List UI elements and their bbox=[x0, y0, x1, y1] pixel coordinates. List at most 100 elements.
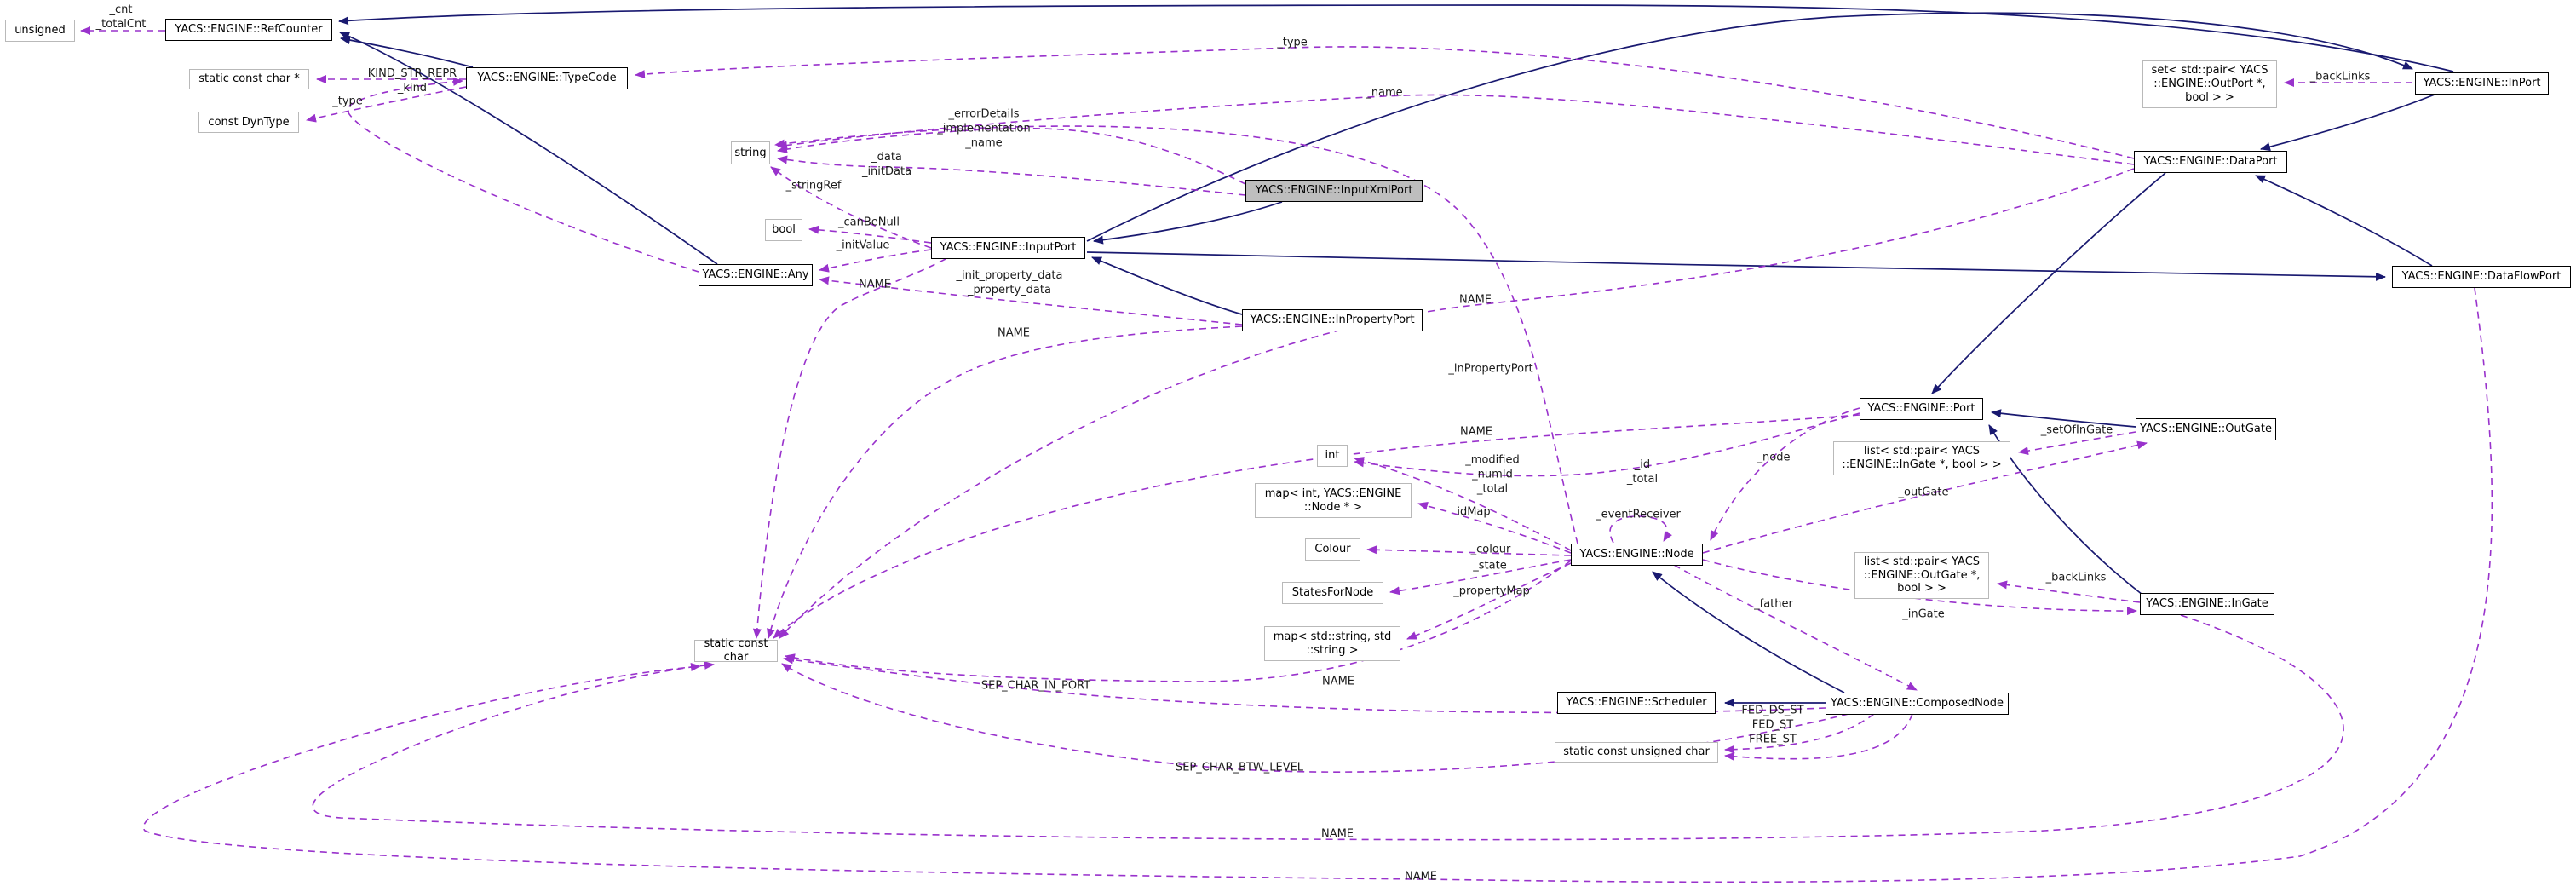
edge-label-outgate-label: _outGate bbox=[1898, 486, 1949, 499]
edge-inputport-dataflowport bbox=[1086, 251, 2386, 281]
edge-label-setofingate: _setOfInGate bbox=[2040, 423, 2113, 437]
edge-dataport-port bbox=[1931, 172, 2166, 394]
class-box-inpropertyport[interactable]: YACS::ENGINE::InPropertyPort bbox=[1242, 309, 1423, 331]
edge-node-ingate bbox=[1702, 559, 2137, 616]
edge-dataport-typecode-type bbox=[635, 46, 2135, 159]
class-box-static-const-char-ptr: static const char * bbox=[189, 69, 309, 89]
class-box-map-int-node: map< int, YACS::ENGINE ::Node * > bbox=[1255, 483, 1412, 518]
edge-label-sep-char-btw-level: SEP_CHAR_BTW_LEVEL bbox=[1175, 761, 1304, 774]
edge-label-father: _father bbox=[1754, 597, 1793, 611]
edge-label-id-total: _id _total bbox=[1626, 458, 1659, 486]
edge-node-colour bbox=[1366, 545, 1572, 556]
edge-label-ingate-label: _inGate bbox=[1902, 607, 1945, 621]
edge-label-modified-numid-total: _modified _numId _total bbox=[1465, 453, 1520, 496]
edge-outgate-port bbox=[1991, 409, 2136, 428]
edge-label-backlinks-top: _backLinks bbox=[2309, 70, 2371, 83]
edge-any-refcounter bbox=[339, 32, 718, 265]
class-box-int: int bbox=[1317, 445, 1348, 467]
edge-node-composednode-father bbox=[1673, 564, 1918, 691]
edge-label-err-impl-name: _errorDetails _implementation _name bbox=[937, 107, 1031, 150]
edge-inputport-staticconstchar-name bbox=[752, 258, 946, 639]
edge-ingate-port bbox=[1988, 424, 2143, 596]
edge-dataflowport-dataport bbox=[2255, 175, 2433, 267]
edge-composednode-node bbox=[1652, 571, 1845, 693]
edge-node-statesfornode bbox=[1389, 559, 1572, 596]
class-box-inputxmlport: YACS::ENGINE::InputXmlPort bbox=[1245, 180, 1423, 202]
edge-label-name-node: NAME bbox=[1321, 675, 1355, 688]
class-box-bool: bool bbox=[765, 219, 802, 241]
edge-label-name-inputport: NAME bbox=[997, 326, 1031, 340]
edge-node-self-eventreceiver bbox=[1609, 515, 1672, 544]
class-box-string: string bbox=[731, 141, 770, 164]
edge-label-colour-label: _colour bbox=[1470, 543, 1511, 556]
class-box-any[interactable]: YACS::ENGINE::Any bbox=[699, 264, 813, 286]
edge-port-staticconstchar-name bbox=[773, 414, 1860, 639]
edge-label-fed-states: FED_DS_ST FED_ST FREE_ST bbox=[1741, 704, 1804, 746]
class-box-ingate[interactable]: YACS::ENGINE::InGate bbox=[2140, 593, 2274, 615]
edge-label-name-top: _name bbox=[1366, 86, 1403, 100]
class-box-typecode[interactable]: YACS::ENGINE::TypeCode bbox=[466, 67, 628, 89]
class-box-node[interactable]: YACS::ENGINE::Node bbox=[1571, 544, 1703, 566]
class-box-map-string-string: map< std::string, std ::string > bbox=[1264, 626, 1400, 661]
edge-label-type-top: _type bbox=[1277, 36, 1308, 49]
edge-composednode-staticconstunsignedchar-2 bbox=[1724, 713, 1913, 761]
class-box-list-outgate: list< std::pair< YACS ::ENGINE::OutGate … bbox=[1854, 552, 1989, 599]
edge-outgate-listingate bbox=[2018, 431, 2136, 456]
edge-label-name-bottom-1: NAME bbox=[1320, 827, 1354, 841]
edge-inputxmlport-string-impl bbox=[777, 127, 1246, 185]
class-box-outgate[interactable]: YACS::ENGINE::OutGate bbox=[2136, 418, 2276, 440]
class-box-set-outport: set< std::pair< YACS ::ENGINE::OutPort *… bbox=[2142, 60, 2277, 108]
edge-label-name-any: NAME bbox=[858, 278, 892, 291]
edge-inputport-bool-canbenull bbox=[808, 225, 932, 244]
edge-label-cnt-totalcnt: _cnt _totalCnt bbox=[95, 3, 147, 31]
class-box-statesfornode: StatesForNode bbox=[1282, 582, 1383, 604]
edge-port-int bbox=[1354, 412, 1860, 477]
edge-label-type-left: _type bbox=[332, 95, 363, 108]
edge-label-inpropertyport-label: _inPropertyPort bbox=[1448, 362, 1533, 376]
edge-dataport-string-name bbox=[777, 94, 2135, 165]
class-box-dataport[interactable]: YACS::ENGINE::DataPort bbox=[2134, 151, 2287, 173]
edge-inport-refcounter bbox=[338, 4, 2454, 72]
edge-node-mapint-idmap bbox=[1417, 502, 1572, 554]
edge-label-name-port: NAME bbox=[1459, 425, 1493, 439]
edge-label-backlinks-gates: _backLinks bbox=[2045, 571, 2107, 584]
class-box-const-dyntype: const DynType bbox=[198, 112, 299, 133]
class-box-port[interactable]: YACS::ENGINE::Port bbox=[1860, 398, 1983, 420]
class-box-dataflowport[interactable]: YACS::ENGINE::DataFlowPort bbox=[2392, 266, 2571, 288]
class-box-unsigned: unsigned bbox=[5, 20, 75, 42]
edge-inpropertyport-any bbox=[819, 276, 1243, 325]
class-box-static-const-char: static const char bbox=[694, 637, 778, 664]
edge-node-outgate bbox=[1702, 440, 2148, 554]
edge-composednode-staticconstunsignedchar-1 bbox=[1724, 713, 1875, 754]
edge-node-staticconstchar-name bbox=[785, 560, 1572, 682]
class-box-inport[interactable]: YACS::ENGINE::InPort bbox=[2415, 72, 2549, 95]
edge-inpropertyport-inputport bbox=[1091, 256, 1243, 315]
class-box-scheduler[interactable]: YACS::ENGINE::Scheduler bbox=[1557, 692, 1716, 714]
edge-label-eventreceiver: _eventReceiver bbox=[1596, 508, 1681, 521]
class-box-refcounter[interactable]: YACS::ENGINE::RefCounter bbox=[165, 19, 332, 41]
edge-inputport-inport bbox=[1086, 12, 2413, 242]
class-box-colour: Colour bbox=[1305, 538, 1360, 561]
edge-label-initvalue: _initValue bbox=[836, 239, 890, 252]
edge-label-canbenull: _canBeNull bbox=[838, 216, 900, 229]
edge-ingate-listoutgate bbox=[1997, 580, 2141, 603]
edge-label-kind-str-repr: KIND_STR_REPR _kind bbox=[367, 67, 457, 95]
edge-label-init-property-data: _init_property_data _property_data bbox=[956, 269, 1063, 296]
edge-label-stringref: _stringRef bbox=[785, 179, 842, 193]
edge-inpropertyport-staticconstchar-name bbox=[767, 325, 1243, 639]
edge-inputport-string-stringref bbox=[770, 166, 932, 249]
class-box-composednode[interactable]: YACS::ENGINE::ComposedNode bbox=[1826, 693, 2009, 715]
class-box-inputport[interactable]: YACS::ENGINE::InputPort bbox=[931, 237, 1085, 259]
class-box-list-ingate: list< std::pair< YACS ::ENGINE::InGate *… bbox=[1833, 441, 2010, 475]
edge-inputxmlport-string-data bbox=[777, 155, 1246, 196]
edge-node-mapstring-propertymap bbox=[1406, 562, 1572, 640]
edge-node-string-name bbox=[774, 125, 1578, 544]
edge-any-typecode bbox=[347, 77, 699, 273]
edge-label-name-bottom-2: NAME bbox=[1404, 870, 1438, 883]
edge-label-sep-char-in-port: SEP_CHAR_IN_PORT bbox=[980, 679, 1091, 693]
edge-node-int bbox=[1354, 457, 1572, 551]
edge-inputxmlport-inputport bbox=[1093, 201, 1283, 245]
edge-label-node-label: _node bbox=[1757, 451, 1791, 464]
